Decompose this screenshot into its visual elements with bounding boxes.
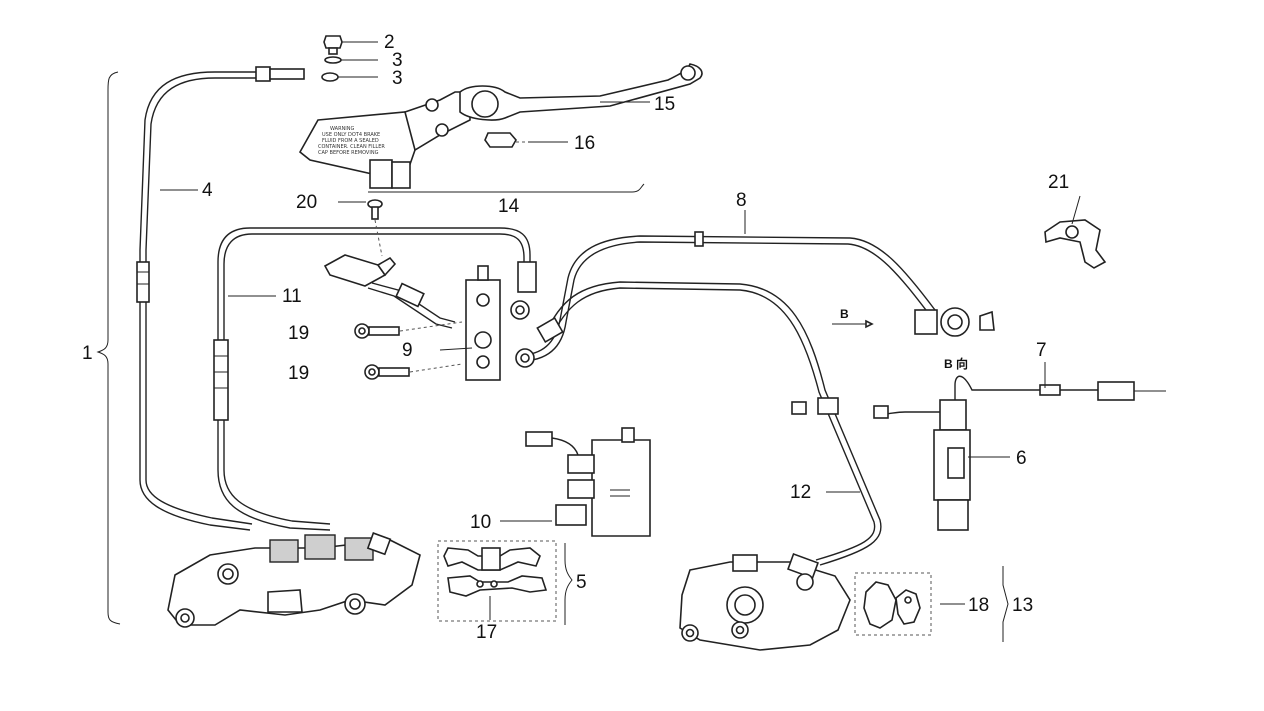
svg-text:USE ONLY DOT4 BRAKE: USE ONLY DOT4 BRAKE [322, 132, 380, 138]
bolt-19-lower [364, 363, 463, 380]
svg-text:CONTAINER. CLEAN FILLER: CONTAINER. CLEAN FILLER [318, 144, 385, 150]
svg-text:CAP BEFORE REMOVING: CAP BEFORE REMOVING [318, 150, 379, 156]
bracket-21 [1044, 219, 1107, 269]
rear-brake-pads-18 [854, 566, 1009, 642]
svg-text:B: B [840, 307, 849, 321]
callout-13: 13 [1012, 595, 1033, 616]
washer-3-upper [324, 56, 342, 64]
callout-19-upper: 19 [288, 323, 309, 344]
callout-16: 16 [574, 133, 595, 154]
reservoir-warning-label: WARNING USE ONLY DOT4 BRAKE FLUID FROM A… [318, 126, 385, 156]
hose-joint-block-9 [465, 265, 501, 381]
callout-5: 5 [576, 572, 587, 593]
callout-21: 21 [1048, 172, 1069, 193]
callout-7: 7 [1036, 340, 1047, 361]
callout-8: 8 [736, 190, 747, 211]
banjo-bolt-2 [323, 35, 343, 55]
sensor-cable-7 [954, 375, 1166, 401]
svg-text:WARNING: WARNING [330, 126, 355, 132]
view-b-title: B 向 [944, 356, 968, 371]
callout-3-lower: 3 [392, 68, 403, 89]
callout-18: 18 [968, 595, 989, 616]
pressure-switch-connector [323, 254, 456, 329]
brake-pads-5 [437, 540, 573, 625]
brake-hose-8 [515, 231, 995, 368]
callout-14: 14 [498, 196, 520, 217]
assembly-bracket-1 [96, 71, 121, 625]
front-caliper [167, 532, 421, 628]
sensor-6 [873, 399, 971, 531]
callout-4: 4 [202, 180, 213, 201]
callout-1: 1 [82, 343, 93, 364]
callout-19-lower: 19 [288, 363, 309, 384]
brake-hose-11 [213, 227, 537, 531]
callout-9: 9 [402, 340, 413, 361]
callout-17: 17 [476, 622, 497, 643]
callout-2: 2 [384, 32, 395, 53]
bolt-20 [367, 199, 383, 257]
brake-switch-16 [484, 132, 568, 148]
master-cylinder-14: WARNING USE ONLY DOT4 BRAKE FLUID FROM A… [298, 91, 471, 189]
brake-hose-4 [136, 66, 305, 531]
brake-lever-15 [459, 63, 703, 121]
bolt-19-upper [354, 321, 463, 339]
callout-15: 15 [654, 94, 675, 115]
view-b-arrow: B [832, 307, 874, 329]
svg-text:FLUID FROM A SEALED: FLUID FROM A SEALED [322, 138, 379, 144]
bracket-14 [368, 183, 645, 193]
callout-10: 10 [470, 512, 491, 533]
washer-3-lower [321, 72, 339, 82]
bracket-21-hole [1065, 225, 1079, 239]
leader-lines [160, 41, 1081, 605]
callout-3-upper: 3 [392, 50, 403, 71]
rear-caliper-13 [679, 553, 851, 651]
callout-12: 12 [790, 482, 811, 503]
callout-11: 11 [282, 286, 302, 307]
brake-hose-12 [536, 281, 882, 566]
callout-20: 20 [296, 192, 317, 213]
callout-labels: 1 2 3 3 4 5 6 7 8 9 10 11 12 13 14 15 16… [82, 32, 1069, 643]
callout-6: 6 [1016, 448, 1027, 469]
hose-joint-10 [525, 427, 651, 537]
